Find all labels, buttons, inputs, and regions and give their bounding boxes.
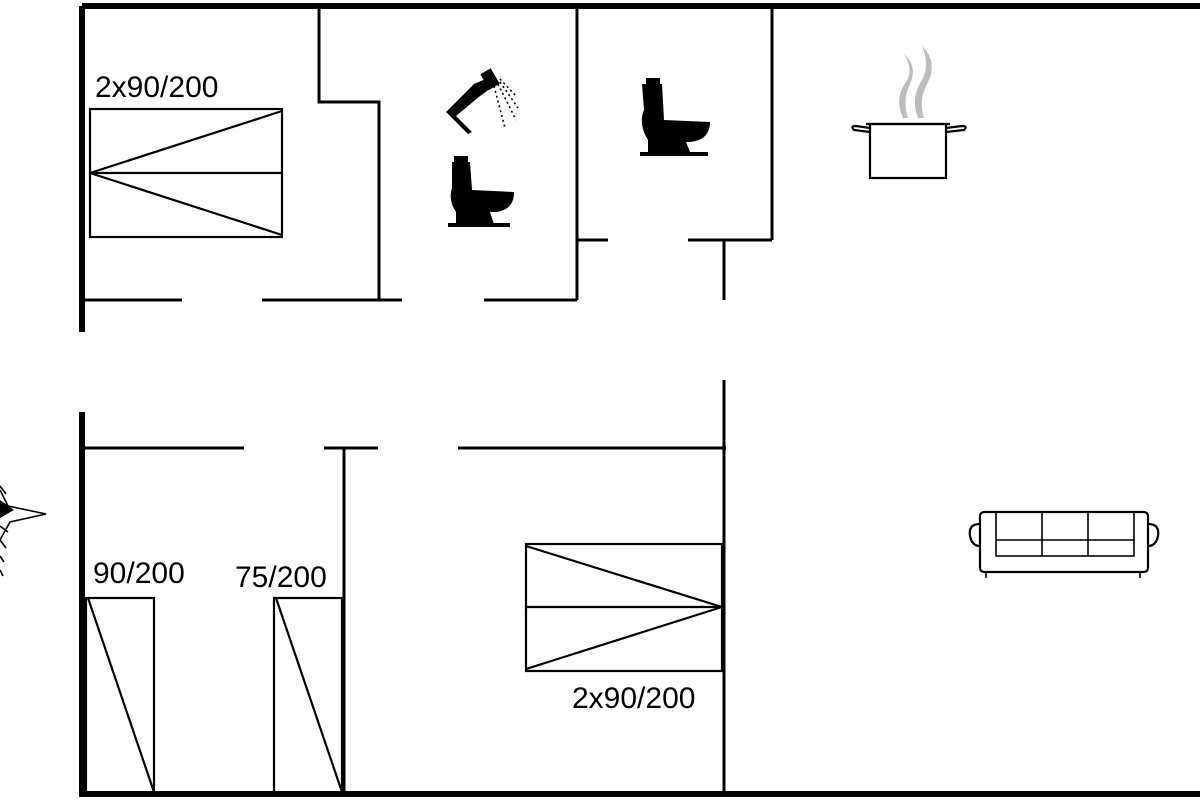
single-bed-bottom-left	[84, 596, 156, 796]
single-bed-bottom-middle	[272, 596, 344, 796]
double-bed-top-left	[88, 107, 284, 239]
toilet-icon	[640, 78, 710, 156]
toilet-icon	[448, 156, 514, 227]
double-bed-bottom-right	[524, 542, 724, 673]
bed-label-bottom-middle: 75/200	[235, 561, 327, 594]
shower-icon	[446, 68, 519, 134]
interior-walls	[82, 6, 774, 794]
sofa-icon	[968, 510, 1160, 578]
bed-label-bottom-right: 2x90/200	[572, 682, 695, 715]
bed-label-bottom-left: 90/200	[93, 557, 185, 590]
cooking-pot-icon	[851, 46, 967, 180]
outer-walls	[79, 3, 1200, 797]
bed-label-top-left: 2x90/200	[95, 71, 218, 104]
compass-icon	[0, 485, 47, 577]
